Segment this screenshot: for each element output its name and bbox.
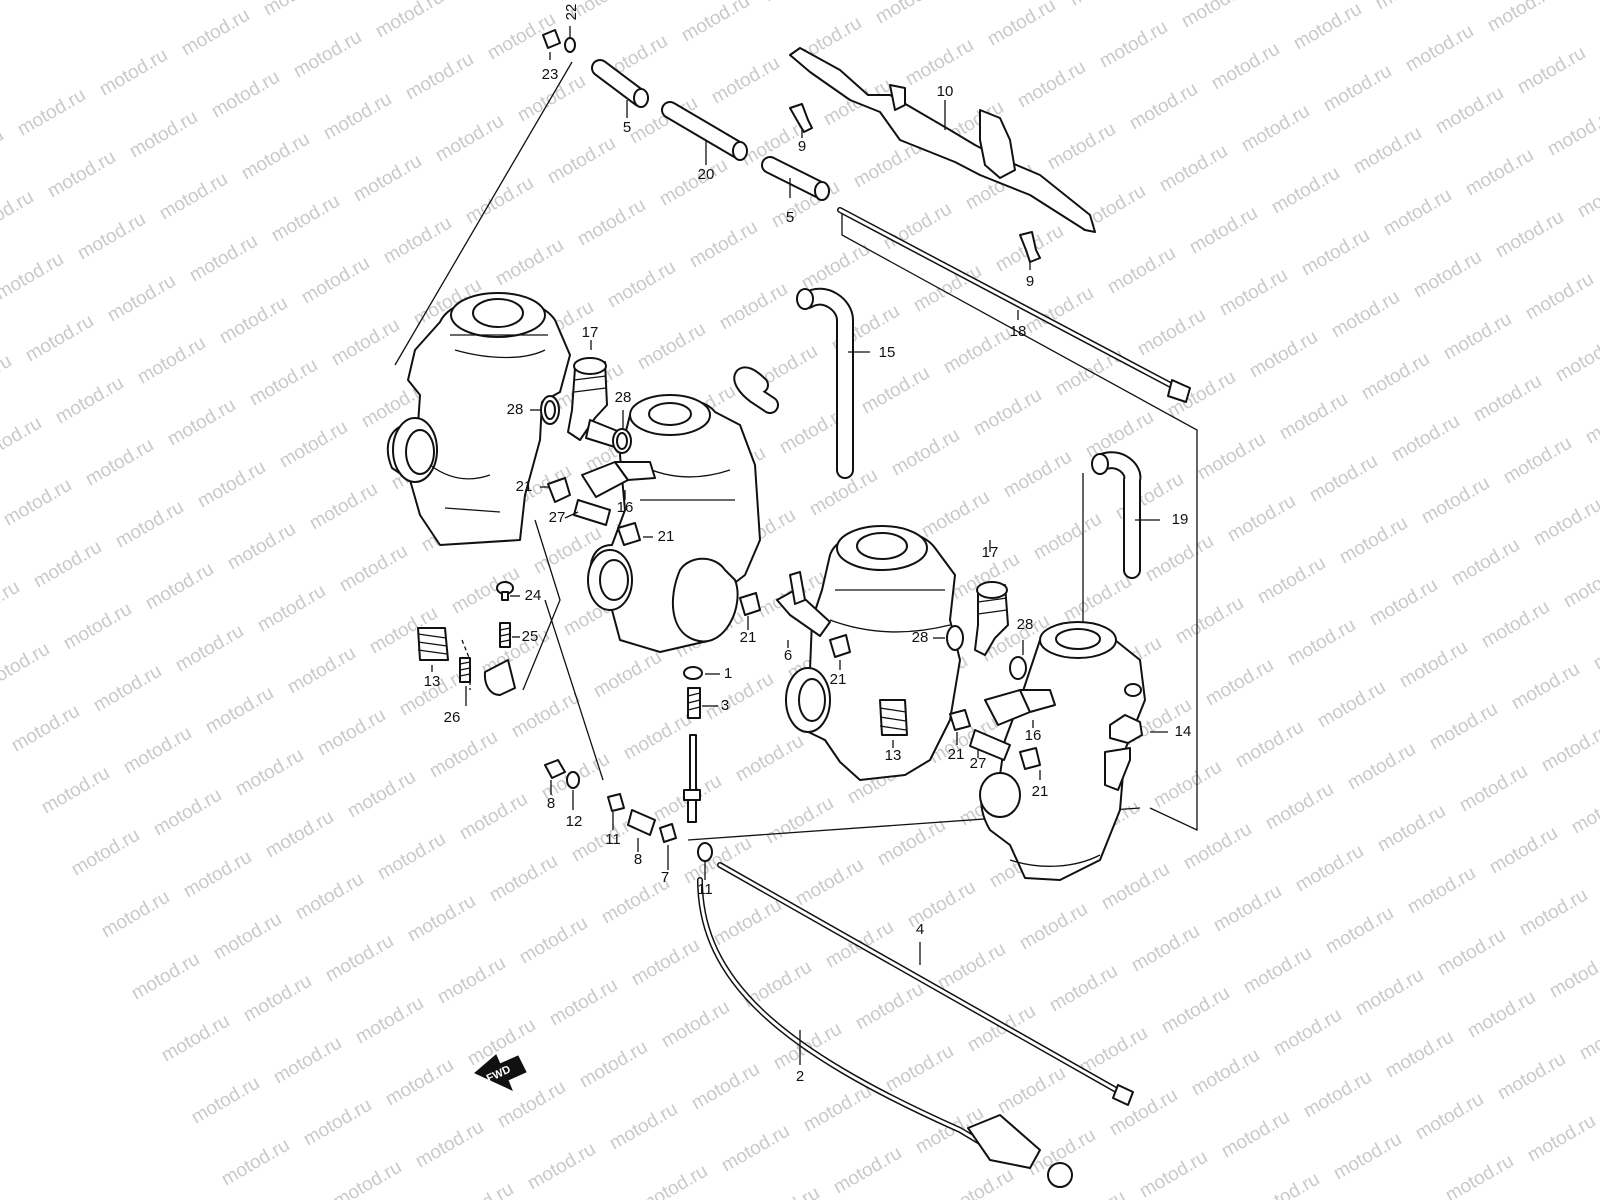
fwd-arrow-icon: FWD [474,1054,527,1091]
screw-24 [496,581,514,601]
hose-15 [733,287,854,479]
hose-19 [1091,451,1142,579]
callout-25: 25 [522,628,539,645]
callout-7: 7 [661,869,669,886]
rod-18 [837,207,1191,403]
nipple-21-a [547,477,571,503]
collar-8-b [627,809,656,836]
callout-15: 15 [879,344,896,361]
callout-19: 19 [1172,511,1189,528]
callout-16: 16 [1025,727,1042,744]
washer-1 [683,666,703,680]
fitting-16-lower [984,689,1056,726]
bracket-10 [789,47,1096,233]
callout-6: 6 [784,647,792,664]
callout-21: 21 [1032,783,1049,800]
callout-9: 9 [798,138,806,155]
fitting-16-upper [581,461,656,498]
o-ring-28-d [1009,656,1027,680]
washer-11-b [697,842,713,862]
callout-21: 21 [830,671,847,688]
holder [483,659,516,696]
o-ring-28-b [612,428,632,454]
callout-13: 13 [885,747,902,764]
callout-4: 4 [916,921,924,938]
callout-9: 9 [1026,273,1034,290]
bushing-11-a [607,793,625,812]
fitting-17-lower [974,581,1009,656]
callout-13: 13 [424,673,441,690]
callout-26: 26 [444,709,461,726]
callout-17: 17 [582,324,599,341]
pipe-27-a [573,499,611,526]
callout-21: 21 [948,746,965,763]
nut-23 [542,29,561,49]
callout-12: 12 [566,813,583,830]
callout-20: 20 [698,166,715,183]
leader-lines [431,26,1168,1065]
callout-1: 1 [724,665,732,682]
spring-13-b [879,699,908,736]
callout-8: 8 [634,851,642,868]
callout-24: 24 [525,587,542,604]
choke-rod-4 [717,862,1134,1106]
o-ring-28-c [946,625,964,651]
clip-9-lower [1019,231,1041,263]
pipe-27-b [969,729,1011,761]
spring-13-a [417,627,449,661]
spring-3 [687,687,701,719]
carburetor-1 [386,292,571,546]
callout-2: 2 [796,1068,804,1085]
callout-18: 18 [1010,323,1027,340]
callout-16: 16 [617,499,634,516]
carburetor-4 [979,621,1146,881]
nipple-21-f [1019,747,1041,770]
callout-28: 28 [1017,616,1034,633]
spring-25 [499,622,511,648]
callout-23: 23 [542,66,559,83]
callout-17: 17 [982,544,999,561]
callout-27: 27 [970,755,987,772]
callout-27: 27 [549,509,566,526]
nipple-21-b [617,522,641,546]
callout-28: 28 [912,629,929,646]
callout-5: 5 [786,209,794,226]
screw-26 [459,657,471,683]
clip-9-upper [789,103,813,133]
nipple-21-d [829,634,851,658]
fitting-17-upper [567,357,621,449]
bracket-14 [1104,683,1143,791]
hose-5-lower [761,156,830,201]
washer-22 [564,37,576,53]
callout-21: 21 [740,629,757,646]
hose-5-upper [591,59,649,108]
hose-20 [661,101,748,161]
callout-8: 8 [547,795,555,812]
callout-10: 10 [937,83,954,100]
carburetor-3 [785,525,961,781]
callout-14: 14 [1175,723,1192,740]
nipple-21-e [949,709,971,731]
bushing-7 [659,823,677,843]
adjusting-screw [683,734,701,823]
tee-fitting-6 [776,571,831,637]
callout-11: 11 [605,831,621,848]
callout-21: 21 [658,528,675,545]
nut-8-a [544,759,566,779]
callout-28: 28 [507,401,524,418]
callout-5: 5 [623,119,631,136]
callout-21: 21 [516,478,533,495]
o-ring-28-a [540,395,560,425]
callout-labels: 22 23 5 20 5 9 10 9 18 15 17 28 28 21 16… [424,4,1192,1085]
callout-28: 28 [615,389,632,406]
callout-11: 11 [697,881,713,898]
callout-22: 22 [563,4,580,21]
washer-12 [566,771,580,789]
assembly-outline-lines [394,61,1198,841]
choke-cable-2 [697,877,1073,1188]
callout-3: 3 [721,697,729,714]
nipple-21-c [739,592,761,616]
